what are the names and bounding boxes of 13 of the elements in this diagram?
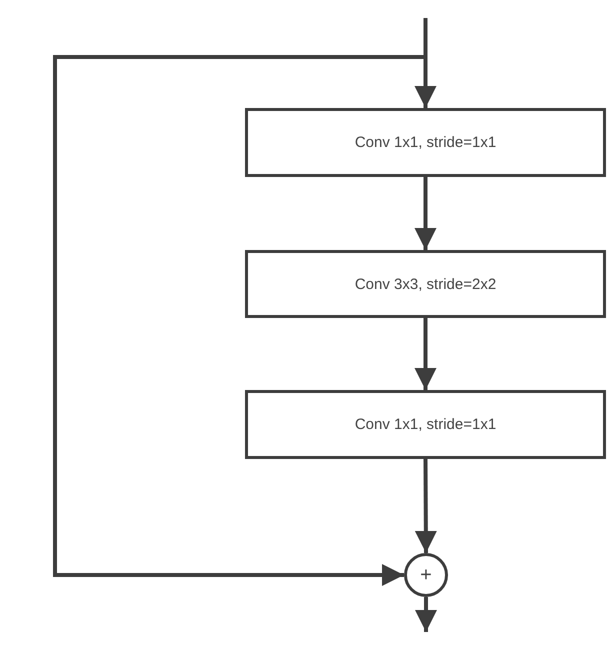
plus-sign: + <box>420 564 432 586</box>
arrow <box>414 318 436 390</box>
layer-label: Conv 1x1, stride=1x1 <box>354 134 496 151</box>
arrow <box>415 597 437 632</box>
sum-circle <box>404 553 448 597</box>
arrow <box>53 55 426 586</box>
layer-box <box>245 250 606 318</box>
arrow <box>414 18 436 108</box>
layer-label: Conv 1x1, stride=1x1 <box>354 416 496 433</box>
layer-label: Conv 3x3, stride=2x2 <box>354 276 496 292</box>
layer-box <box>245 108 606 177</box>
layer-box <box>245 390 606 459</box>
arrow <box>414 177 436 250</box>
